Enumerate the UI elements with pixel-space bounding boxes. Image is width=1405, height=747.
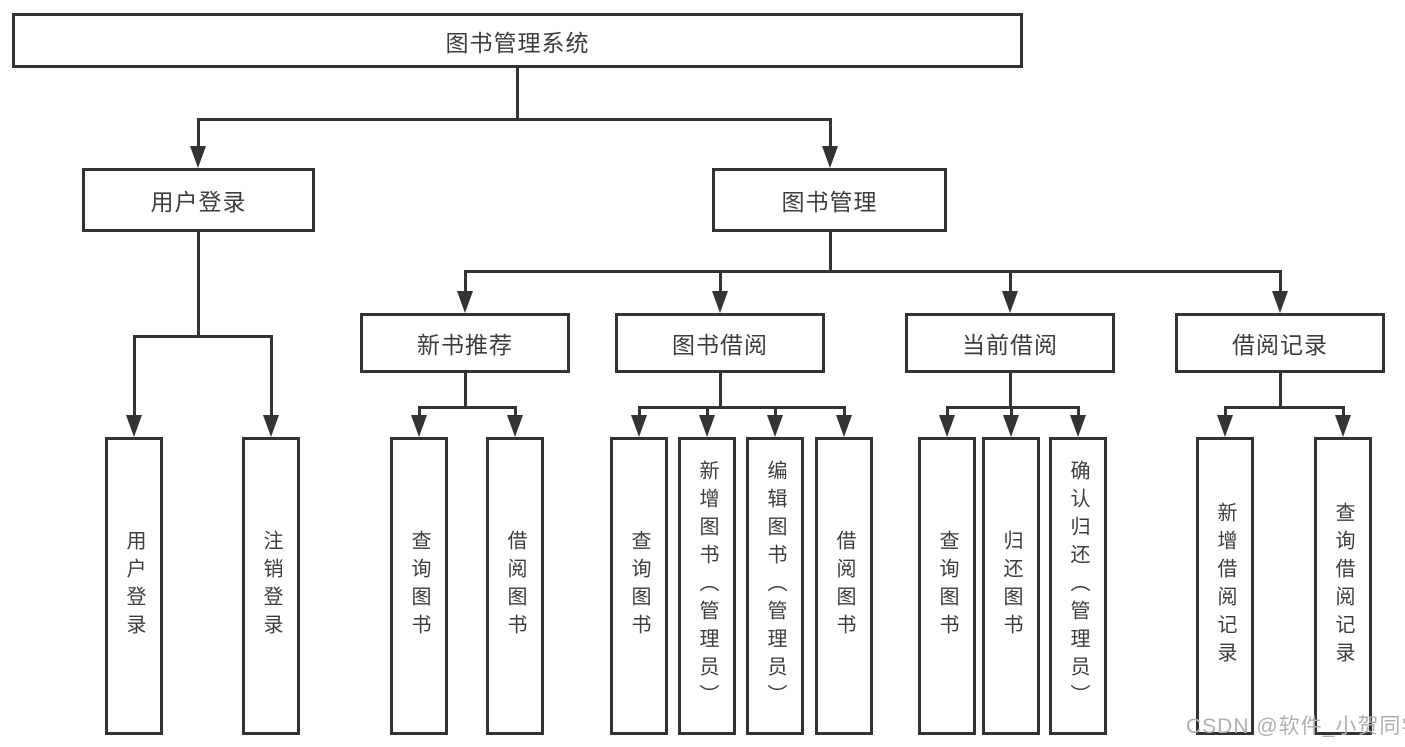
arrowhead-down <box>1217 415 1233 437</box>
arrowhead-down <box>126 415 142 437</box>
connector-line <box>719 270 722 293</box>
arrowhead-down <box>939 415 955 437</box>
leaf-user-login: 用户登录 <box>105 437 163 735</box>
connector-line <box>829 118 832 148</box>
connector-line <box>464 270 467 293</box>
connector-line <box>706 406 709 417</box>
leaf-borrow-books: 借阅图书 <box>815 437 873 735</box>
arrowhead-down <box>457 291 473 313</box>
arrowhead-down <box>1002 291 1018 313</box>
connector-line <box>418 406 517 409</box>
leaf-query-borrow-record: 查询借阅记录 <box>1314 437 1372 735</box>
connector-line <box>133 335 136 417</box>
connector-line <box>1224 406 1345 409</box>
leaf-query-books: 查询图书 <box>918 437 976 735</box>
node-borrowing-records: 借阅记录 <box>1175 313 1385 373</box>
connector-line <box>638 406 846 409</box>
leaf-borrow-books: 借阅图书 <box>486 437 544 735</box>
leaf-confirm-return-admin: 确认归还（管理员） <box>1049 437 1107 735</box>
connector-line <box>1009 270 1012 293</box>
arrowhead-down <box>822 146 838 168</box>
connector-line <box>719 371 722 406</box>
leaf-return-books: 归还图书 <box>982 437 1040 735</box>
arrowhead-down <box>767 415 783 437</box>
connector-line <box>1224 406 1227 417</box>
watermark: CSDN @软件_小贺同学 <box>1186 715 1405 738</box>
arrowhead-down <box>263 415 279 437</box>
arrowhead-down <box>507 415 523 437</box>
arrowhead-down <box>1335 415 1351 437</box>
arrowhead-down <box>1070 415 1086 437</box>
leaf-logout: 注销登录 <box>242 437 300 735</box>
connector-line <box>829 230 832 270</box>
node-current-borrowing: 当前借阅 <box>905 313 1115 373</box>
arrowhead-down <box>1272 291 1288 313</box>
connector-line <box>514 406 517 417</box>
arrowhead-down <box>712 291 728 313</box>
connector-line <box>843 406 846 417</box>
node-library-management-system: 图书管理系统 <box>12 13 1023 68</box>
connector-line <box>270 335 273 417</box>
arrowhead-down <box>699 415 715 437</box>
arrowhead-down <box>836 415 852 437</box>
connector-line <box>1009 371 1012 406</box>
connector-line <box>1279 270 1282 293</box>
connector-line <box>638 406 641 417</box>
connector-line <box>1342 406 1345 417</box>
connector-line <box>1010 406 1013 417</box>
connector-line <box>464 371 467 406</box>
leaf-edit-books-admin: 编辑图书（管理员） <box>746 437 804 735</box>
connector-line <box>133 335 273 338</box>
node-book-borrowing: 图书借阅 <box>615 313 825 373</box>
leaf-add-books-admin: 新增图书（管理员） <box>678 437 736 735</box>
connector-line <box>516 66 519 118</box>
node-user-login: 用户登录 <box>82 168 315 232</box>
connector-line <box>464 270 1282 273</box>
connector-line <box>946 406 949 417</box>
leaf-add-borrow-record: 新增借阅记录 <box>1196 437 1254 735</box>
leaf-query-books: 查询图书 <box>610 437 668 735</box>
arrowhead-down <box>411 415 427 437</box>
connector-line <box>1077 406 1080 417</box>
connector-line <box>418 406 421 417</box>
connector-line <box>197 118 832 121</box>
connector-line <box>1279 371 1282 406</box>
arrowhead-down <box>1003 415 1019 437</box>
arrowhead-down <box>190 146 206 168</box>
arrowhead-down <box>631 415 647 437</box>
leaf-query-books: 查询图书 <box>390 437 448 735</box>
node-new-book-recommendation: 新书推荐 <box>360 313 570 373</box>
connector-line <box>197 118 200 148</box>
node-book-management: 图书管理 <box>712 168 947 232</box>
connector-line <box>197 230 200 335</box>
connector-line <box>774 406 777 417</box>
connector-line <box>946 406 1080 409</box>
